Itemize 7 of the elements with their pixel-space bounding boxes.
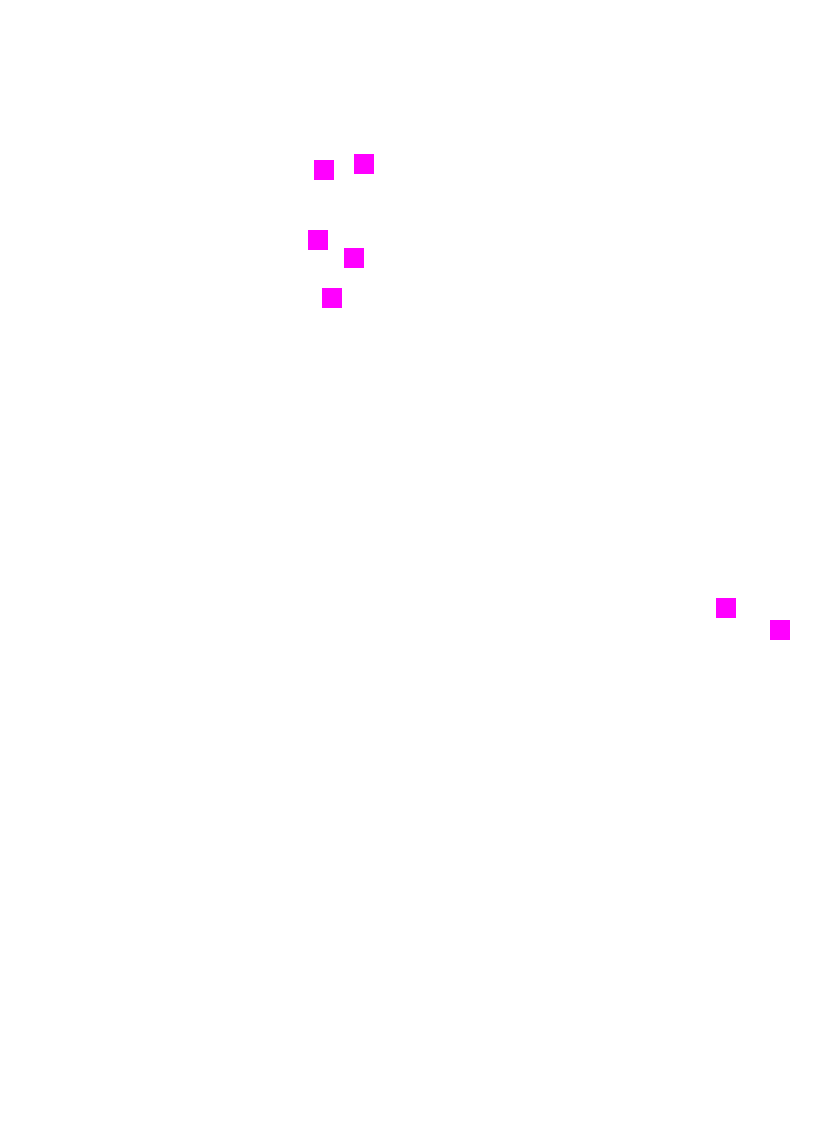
square-marker bbox=[344, 248, 364, 268]
square-marker bbox=[770, 620, 790, 640]
square-marker bbox=[354, 154, 374, 174]
square-marker bbox=[314, 160, 334, 180]
square-marker bbox=[716, 598, 736, 618]
square-marker bbox=[322, 288, 342, 308]
square-marker bbox=[308, 230, 328, 250]
